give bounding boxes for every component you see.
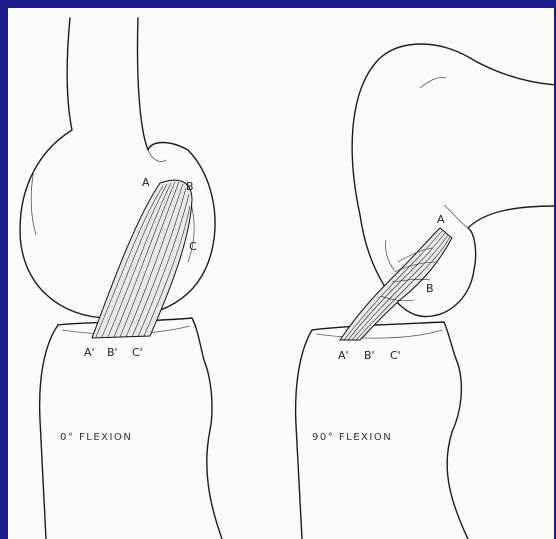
ligament-left [92, 180, 192, 338]
femur-notch-left [148, 150, 166, 162]
tibia-point-a-right: A' [338, 349, 349, 362]
condyle-rim-right [385, 240, 394, 270]
femur-shading-left [31, 170, 36, 235]
figure-90-flexion: A B A' B' C' 90° FLEXION [296, 44, 554, 539]
caption-90-flexion: 90° FLEXION [312, 432, 392, 443]
tibia-point-b-left: B' [107, 346, 118, 359]
femur-point-b-right: B [426, 282, 434, 295]
femur-point-b-left: B [186, 180, 194, 193]
ligament-right [340, 228, 452, 340]
femur-shading-right [420, 77, 446, 88]
tibia-left-edge [40, 325, 58, 539]
tibia-plateau-right [316, 330, 442, 338]
illustration-panel: A B C A' B' C' 0° FLEXION [8, 8, 554, 539]
knee-ligament-diagram: A B C A' B' C' 0° FLEXION [8, 8, 554, 539]
figure-0-flexion: A B C A' B' C' 0° FLEXION [20, 18, 222, 539]
tibia-point-b-right: B' [364, 349, 375, 362]
tibia-point-c-right: C' [390, 349, 401, 362]
femur-point-a-left: A [142, 176, 150, 189]
femur-notch-right [444, 205, 470, 230]
caption-0-flexion: 0° FLEXION [60, 432, 132, 443]
femur-right [352, 44, 554, 317]
tibia-right-edge [296, 330, 312, 539]
femur-point-c-left: C [189, 240, 197, 253]
femur-point-a-right: A [437, 213, 445, 226]
tibia-point-c-left: C' [132, 346, 143, 359]
tibia-point-a-left: A' [84, 346, 95, 359]
